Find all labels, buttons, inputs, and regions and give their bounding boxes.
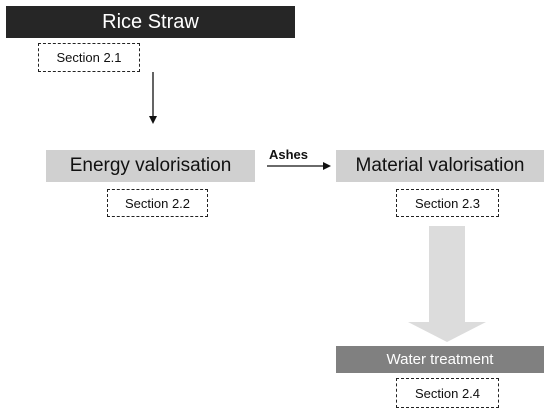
edge-label-ashes: Ashes xyxy=(269,147,309,162)
node-energy-valorisation: Energy valorisation xyxy=(46,150,255,182)
node-water-treatment-label: Water treatment xyxy=(386,351,494,368)
node-water-treatment: Water treatment xyxy=(336,346,544,373)
section-2-4-text: Section 2.4 xyxy=(414,385,481,401)
node-material-valorisation-label: Material valorisation xyxy=(355,155,525,176)
node-rice-straw-label: Rice Straw xyxy=(102,10,199,33)
node-energy-valorisation-label: Energy valorisation xyxy=(69,155,232,176)
section-2-3-text: Section 2.3 xyxy=(414,195,481,211)
section-2-2-label: Section 2.2 xyxy=(107,189,208,217)
node-rice-straw: Rice Straw xyxy=(6,6,295,38)
section-2-2-text: Section 2.2 xyxy=(124,195,191,211)
node-material-valorisation: Material valorisation xyxy=(336,150,544,182)
block-arrow-to-water xyxy=(408,226,486,342)
section-2-3-label: Section 2.3 xyxy=(396,189,499,217)
section-2-1-label: Section 2.1 xyxy=(38,43,140,72)
section-2-4-label: Section 2.4 xyxy=(396,378,499,408)
section-2-1-text: Section 2.1 xyxy=(56,50,122,65)
